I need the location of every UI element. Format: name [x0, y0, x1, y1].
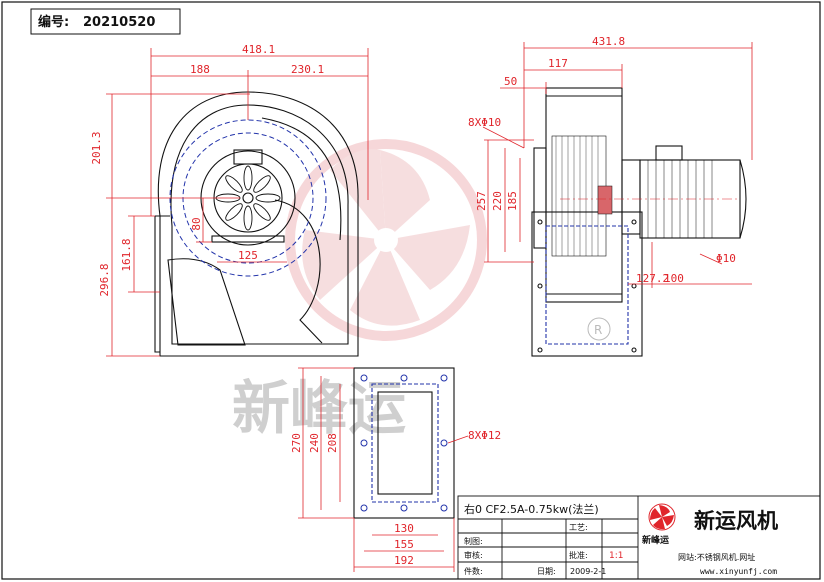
flange-holes-label: 8XΦ12	[468, 429, 501, 442]
code-label: 编号:	[38, 14, 69, 30]
dim-240: 240	[308, 433, 321, 453]
dim-130: 130	[394, 522, 414, 535]
dim-296: 296.8	[98, 263, 111, 296]
website-url: www.xinyunfj.com	[700, 567, 777, 576]
dim-80: 80	[190, 217, 203, 230]
dim-185: 185	[506, 191, 519, 211]
dim-257: 257	[475, 191, 488, 211]
registered-mark-icon	[587, 317, 611, 341]
logo-text: 新峰运	[642, 534, 670, 546]
shaft-hub-icon	[597, 185, 613, 215]
dim-50: 50	[504, 75, 517, 88]
model-title: 右0 CF2.5A-0.75kw(法兰)	[464, 502, 599, 516]
company-logo-icon	[648, 503, 676, 531]
watermark-text: 新峰运	[232, 374, 406, 442]
front-view	[531, 87, 747, 357]
label-count: 件数:	[464, 566, 483, 576]
watermark-logo-icon	[285, 139, 487, 341]
title-block-grid	[457, 495, 821, 580]
dim-418: 418.1	[242, 43, 275, 56]
code-value: 20210520	[83, 15, 155, 30]
label-approve: 批准:	[569, 550, 588, 560]
dim-220: 220	[491, 191, 504, 211]
company-name: 新运风机	[694, 508, 778, 533]
dim-192: 192	[394, 554, 414, 567]
dim-bolt: Φ10	[716, 252, 736, 265]
label-check: 审核:	[464, 550, 483, 560]
dim-270: 270	[290, 433, 303, 453]
dim-127: 127.2	[636, 272, 669, 285]
dim-201: 201.3	[90, 131, 103, 164]
dim-188: 188	[190, 63, 210, 76]
flange-view	[353, 367, 455, 519]
dim-208: 208	[326, 433, 339, 453]
front-holes-label: 8XΦ10	[468, 116, 501, 129]
dim-155: 155	[394, 538, 414, 551]
dim-100: 100	[664, 272, 684, 285]
dim-117: 117	[548, 57, 568, 70]
flange-bolt-holes	[360, 374, 448, 512]
label-draw: 制图:	[464, 536, 483, 546]
dim-125: 125	[238, 249, 258, 262]
flange-dimension-lines	[298, 367, 469, 572]
label-craft: 工艺:	[569, 523, 588, 532]
side-view	[154, 91, 359, 357]
front-view-dimension-lines	[482, 42, 753, 288]
dim-230: 230.1	[291, 63, 324, 76]
scale-value: 1:1	[609, 551, 623, 561]
date-value: 2009-2-1	[570, 567, 606, 576]
code-box	[30, 8, 181, 35]
website-label: 网站:不锈钢风机.网址	[678, 552, 755, 562]
label-date-mark: 日期:	[537, 567, 556, 576]
dim-431: 431.8	[592, 35, 625, 48]
dim-161: 161.8	[120, 238, 133, 271]
side-view-dimension-lines	[106, 48, 369, 357]
registered-mark: R	[594, 323, 602, 337]
